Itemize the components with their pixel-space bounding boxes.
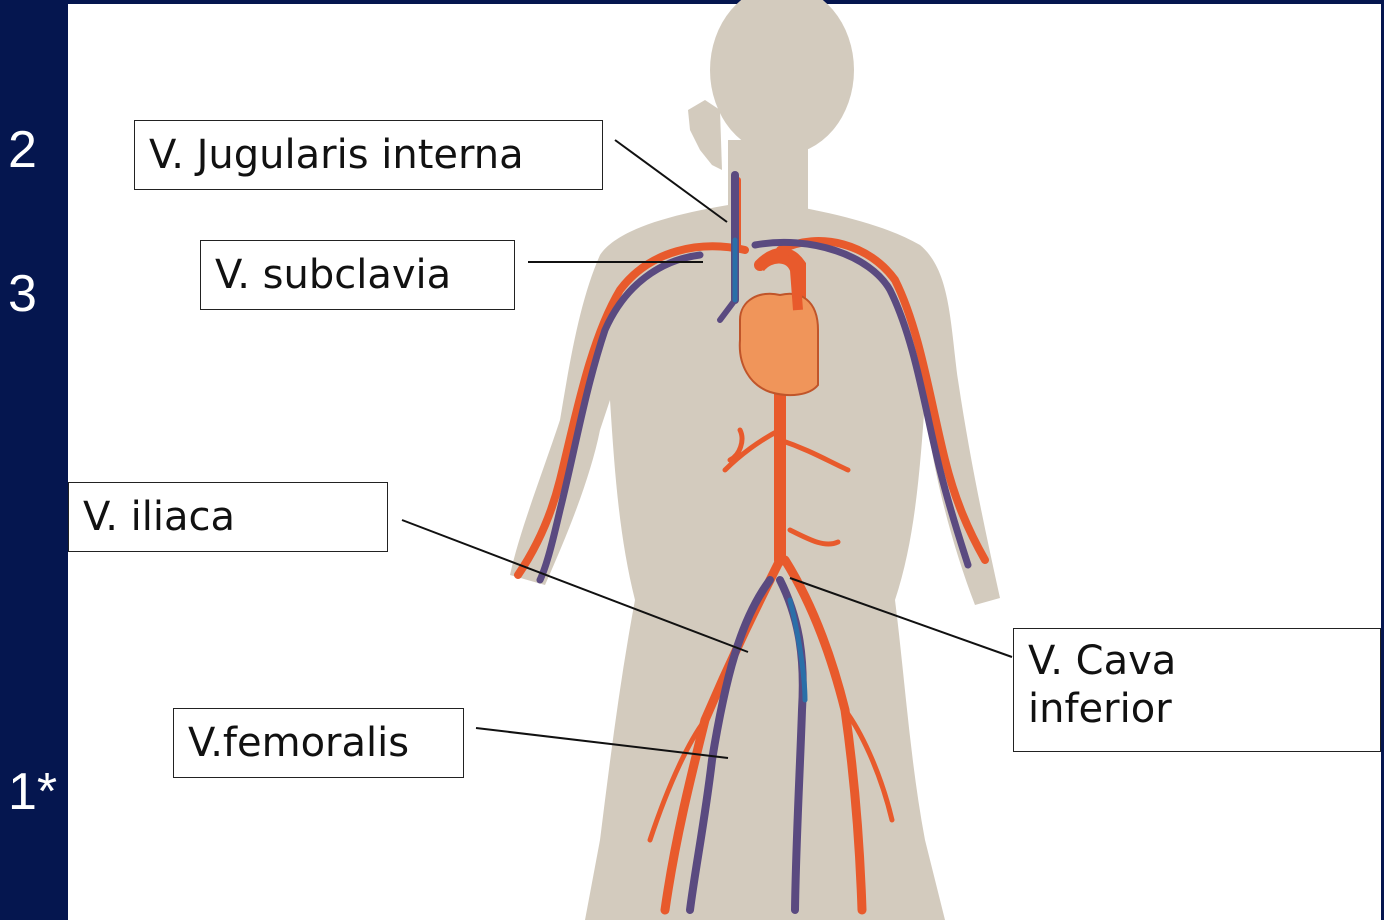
label-cava-line1: V. Cava: [1028, 637, 1366, 685]
label-iliaca: V. iliaca: [68, 482, 388, 552]
label-vena-cava-inferior: V. Cava inferior: [1013, 628, 1381, 752]
label-subclavia: V. subclavia: [200, 240, 515, 310]
label-jugularis-interna: V. Jugularis interna: [134, 120, 603, 190]
label-femoralis: V.femoralis: [173, 708, 464, 778]
label-cava-line2: inferior: [1028, 685, 1366, 733]
